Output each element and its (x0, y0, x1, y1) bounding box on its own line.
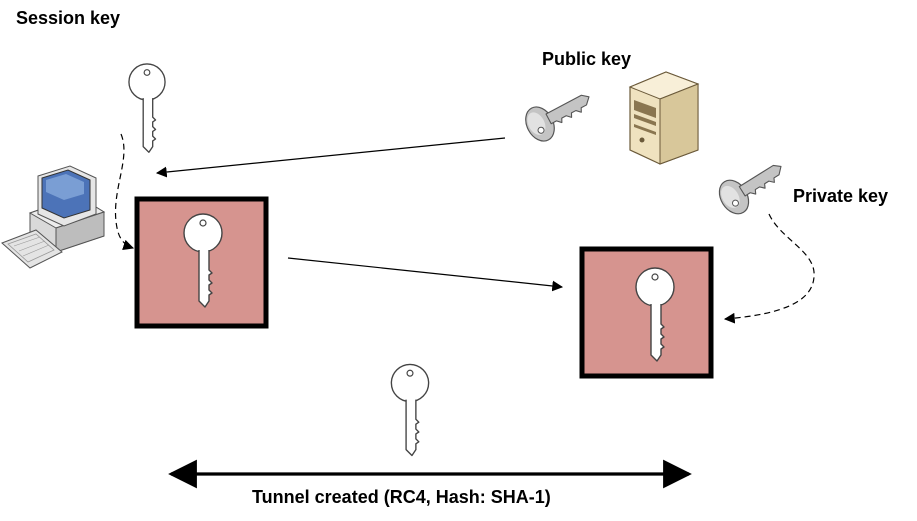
public-key-label: Public key (542, 49, 632, 69)
session-key-dashed-arrow (114, 133, 135, 251)
tunnel-key-icon (390, 363, 430, 457)
tunnel-label: Tunnel created (RC4, Hash: SHA-1) (252, 487, 551, 507)
computer-icon (1, 165, 106, 269)
client-to-server-arrow (287, 257, 564, 292)
private-key-dashed-arrow (723, 213, 815, 324)
client-locked-box (134, 196, 269, 329)
private-key-icon (712, 151, 792, 220)
server-locked-box (579, 246, 714, 379)
session-key-icon (128, 63, 166, 153)
server-icon (628, 71, 700, 165)
private-key-label: Private key (793, 186, 889, 206)
public-key-to-client-arrow (155, 137, 506, 178)
public-key-icon (519, 81, 599, 147)
session-key-label: Session key (16, 8, 121, 28)
